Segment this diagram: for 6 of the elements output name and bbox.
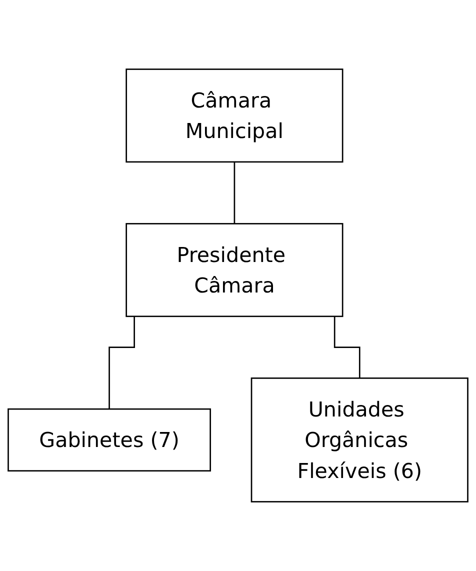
- node-box: [126, 68, 344, 163]
- node-box: [126, 223, 344, 318]
- org-chart: Câmara Municipal Presidente Câmara Gabinetes (7) Unidades Orgânicas Flexíveis (6): [0, 61, 476, 510]
- node-box: [8, 408, 211, 472]
- connector: [234, 161, 236, 224]
- node-box: [250, 378, 468, 502]
